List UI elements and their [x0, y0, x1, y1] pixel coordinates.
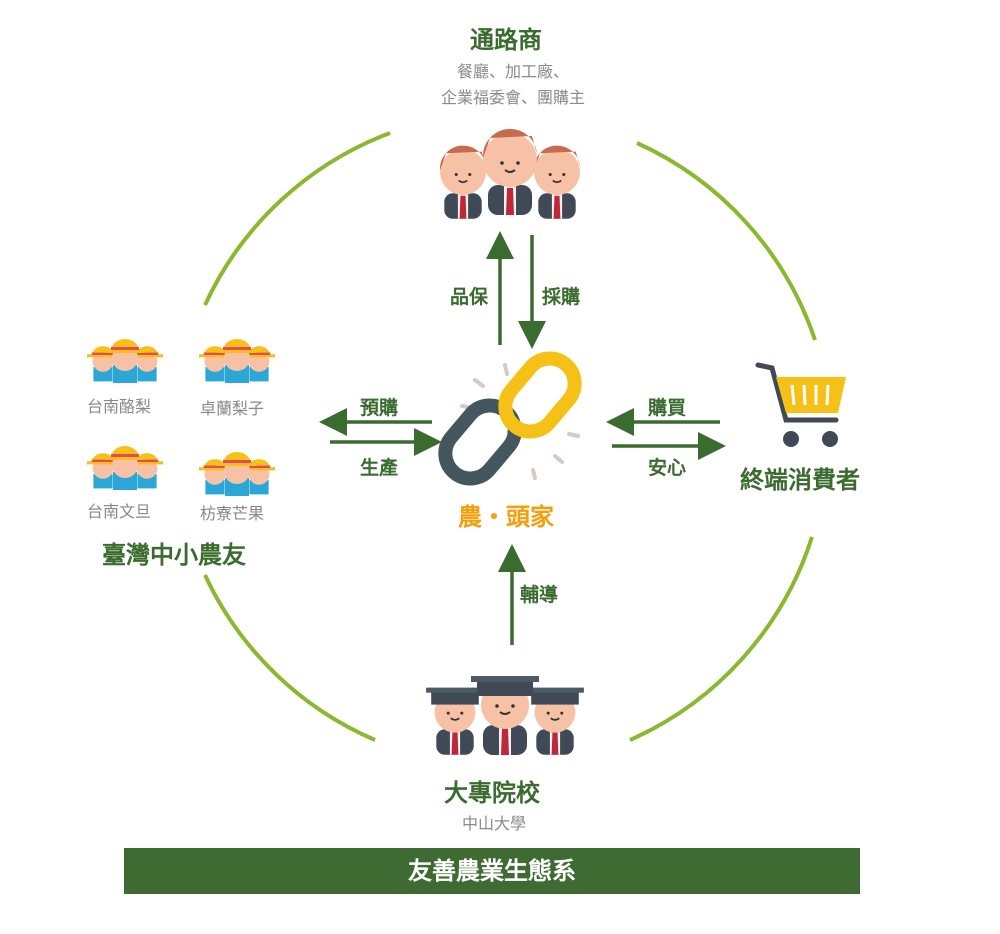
farmer-label: 台南文旦: [87, 502, 152, 521]
label-assure: 安心: [648, 457, 687, 479]
distributor-title: 通路商: [470, 26, 542, 54]
consumer-title: 終端消費者: [740, 466, 860, 494]
farmer-label: 台南酪梨: [87, 397, 152, 416]
label-buy: 購買: [648, 397, 687, 419]
label-guide: 輔導: [520, 584, 559, 606]
farmer-label: 卓蘭梨子: [200, 399, 265, 418]
farmers-icon-2: [199, 339, 275, 383]
farmers-icon-3: [87, 446, 163, 490]
ecosystem-banner: 友善農業生態系: [124, 848, 860, 894]
cart-icon: [755, 362, 846, 447]
farmers-title: 臺灣中小農友: [102, 541, 246, 569]
label-produce: 生產: [360, 457, 399, 479]
center-title: 農・頭家: [458, 503, 554, 531]
label-preorder: 預購: [360, 397, 399, 419]
farmers-icon-4: [199, 452, 275, 496]
distributor-icon: [439, 127, 581, 220]
flow-arrows: [319, 231, 726, 645]
farmer-label: 枋寮芒果: [200, 504, 265, 523]
distributor-line1: 餐廳、加工廠、: [456, 62, 569, 81]
farmers-icon-1: [87, 339, 163, 383]
ecosystem-ring: [203, 131, 817, 742]
school-title: 大專院校: [444, 779, 540, 807]
chain-link-icon: [438, 351, 582, 486]
school-icon: [425, 675, 585, 756]
school-sub: 中山大學: [462, 814, 527, 833]
distributor-line2: 企業福委會、團購主: [440, 88, 585, 107]
label-purchase: 採購: [542, 286, 581, 308]
label-quality: 品保: [450, 286, 489, 308]
